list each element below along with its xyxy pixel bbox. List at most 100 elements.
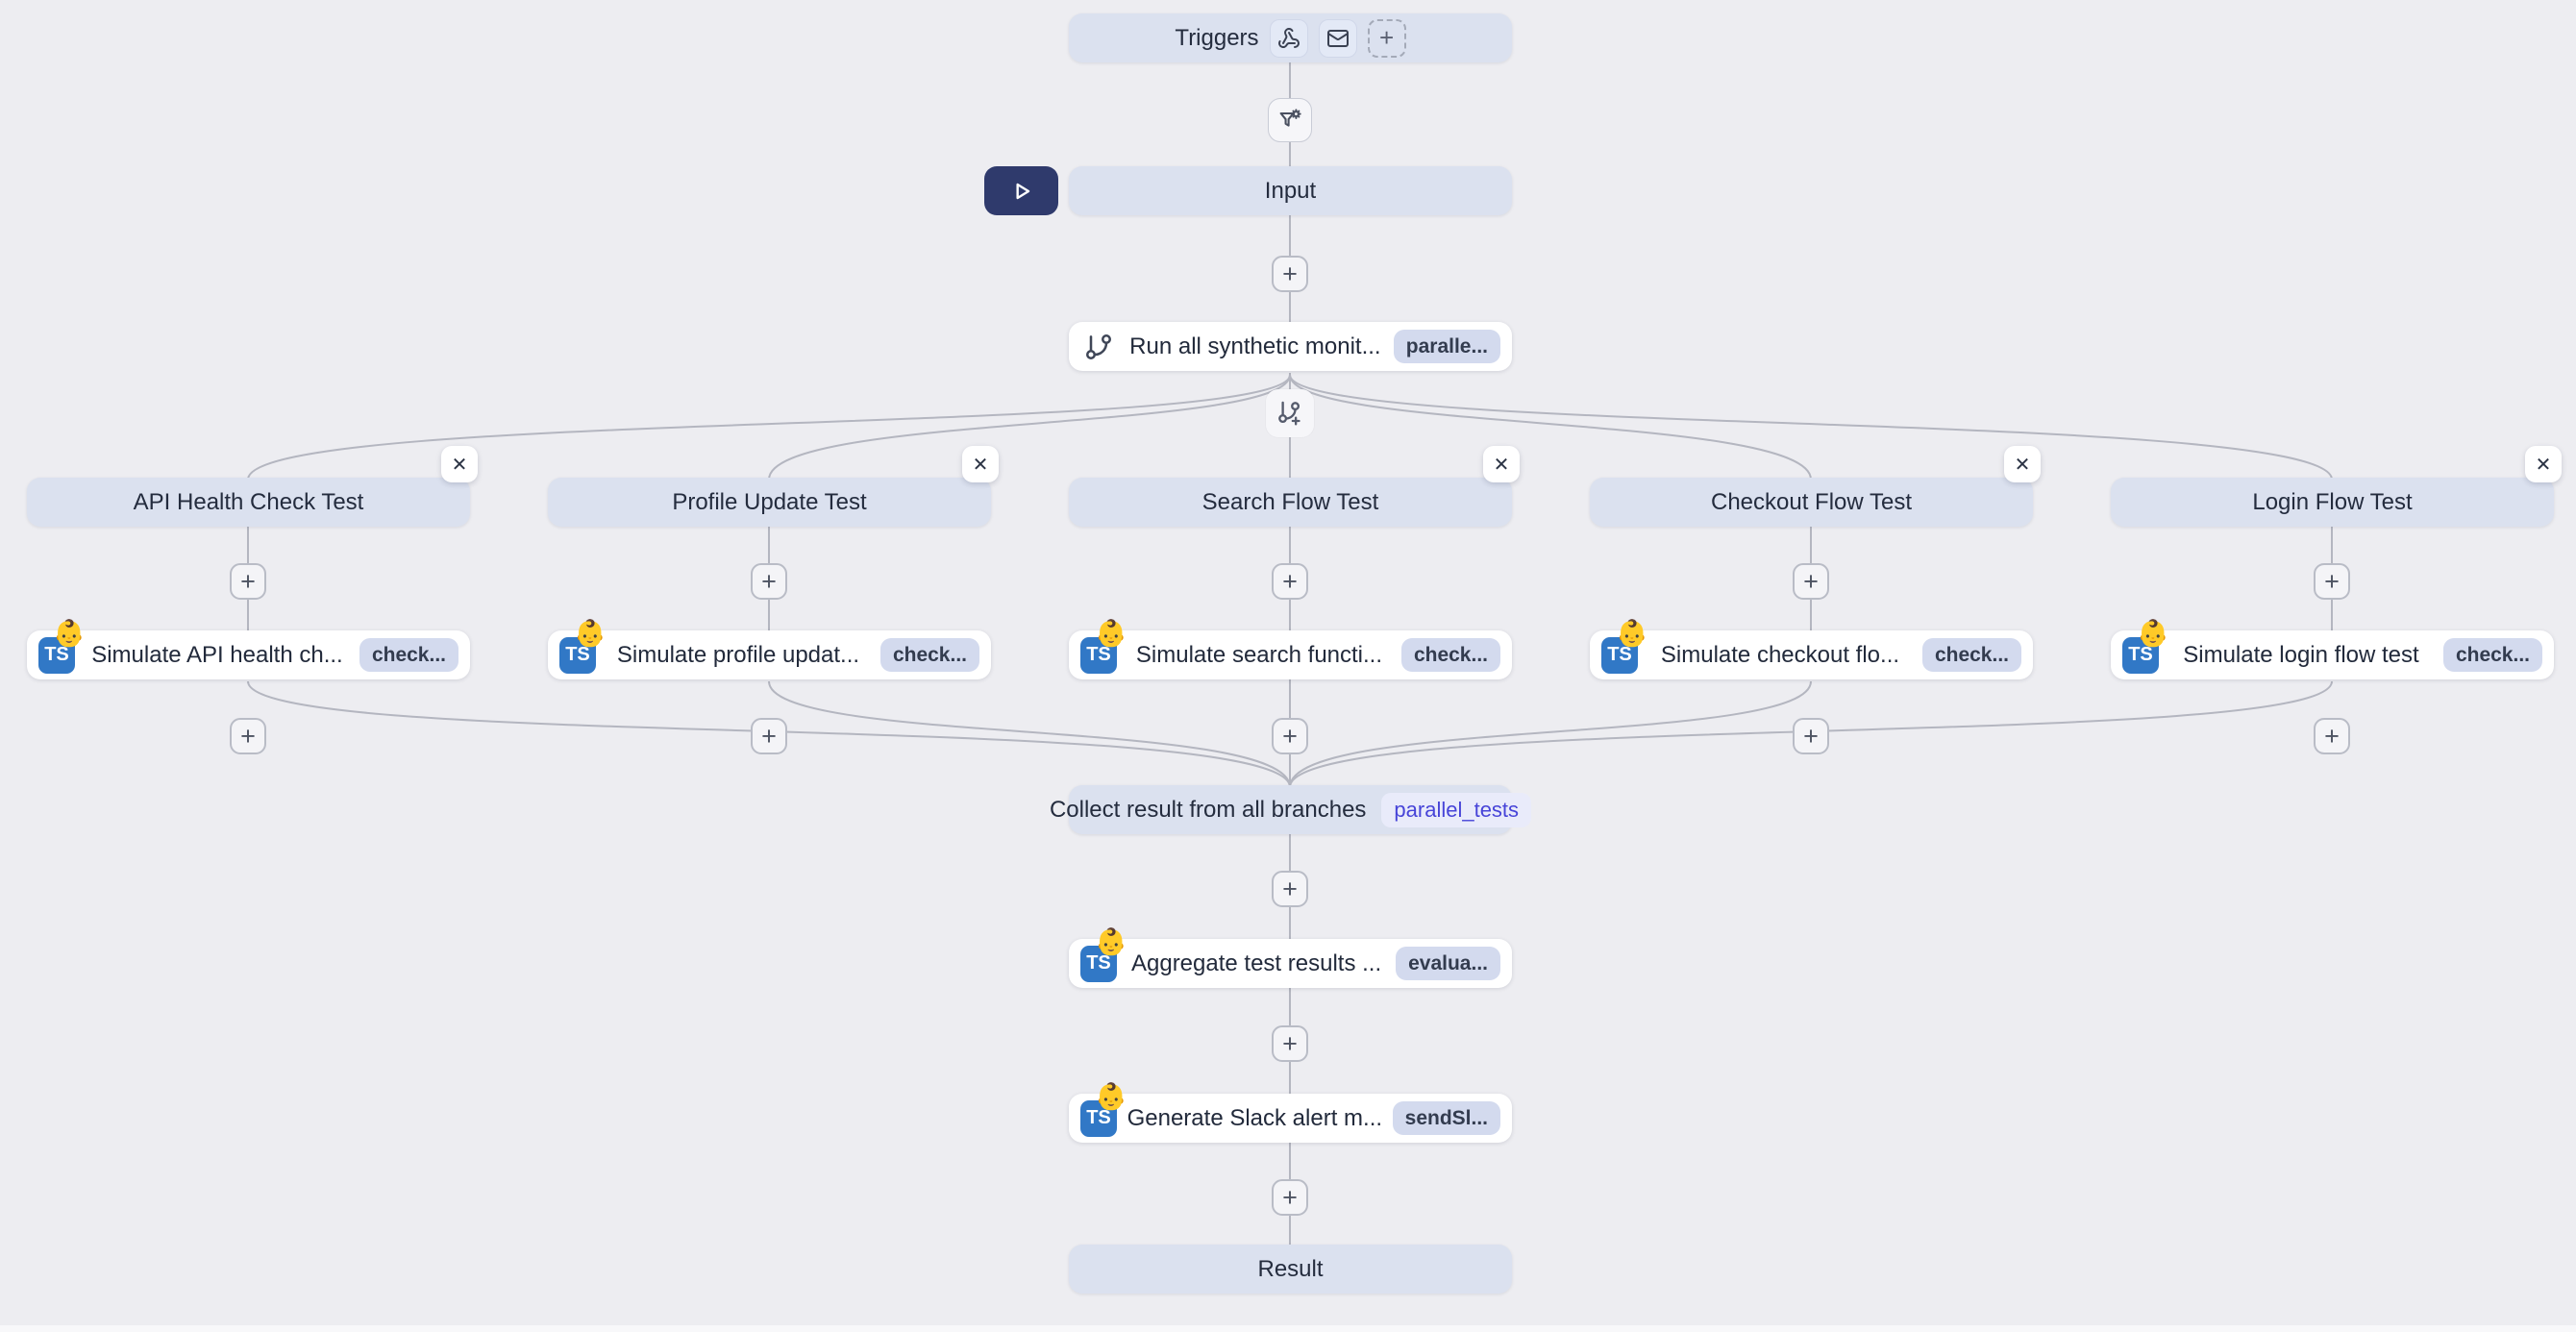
add-trigger-icon: + <box>1378 23 1395 52</box>
branch-header-checkout-flow[interactable]: Checkout Flow Test <box>1590 478 2033 527</box>
slack-alert-step-node[interactable]: TS 👶 Generate Slack alert m... sendSl... <box>1069 1083 1512 1143</box>
typescript-logo: TS <box>1080 636 1117 674</box>
task-slug-badge: check... <box>2442 638 2542 672</box>
typescript-logo: TS <box>559 636 596 674</box>
mail-icon <box>1326 27 1350 50</box>
typescript-logo: TS <box>1080 945 1117 982</box>
plus-icon: + <box>1282 1182 1298 1212</box>
plus-icon: + <box>1282 1028 1298 1058</box>
canvas-bottom-edge <box>0 1325 2576 1332</box>
edge-branch-out <box>247 374 1291 481</box>
play-icon <box>1009 179 1034 204</box>
baby-emoji-icon: 👶 <box>2137 618 2169 648</box>
triggers-node[interactable]: Triggers + <box>1069 13 1512 62</box>
branch-title: Login Flow Test <box>2252 488 2413 515</box>
collect-title: Collect result from all branches <box>1049 796 1367 823</box>
add-step-button[interactable]: + <box>1272 256 1308 292</box>
email-trigger-button[interactable] <box>1318 18 1357 58</box>
baby-emoji-icon: 👶 <box>1095 926 1127 956</box>
add-step-button[interactable]: + <box>1793 563 1829 600</box>
task-slug-badge: check... <box>1400 638 1500 672</box>
close-icon: ✕ <box>2014 454 2031 476</box>
branch-ref-badge: parallel_tests <box>1381 792 1532 827</box>
edge-branch-out <box>1289 374 2333 481</box>
branch-split-button[interactable] <box>1266 389 1314 437</box>
add-trigger-button[interactable]: + <box>1367 18 1406 58</box>
typescript-task-icon: TS 👶 <box>559 620 607 674</box>
close-icon: ✕ <box>2535 454 2552 476</box>
branch-title: Checkout Flow Test <box>1711 488 1912 515</box>
input-label: Input <box>1264 177 1317 204</box>
step-slug-badge: sendSl... <box>1392 1101 1500 1135</box>
collect-results-node[interactable]: Collect result from all branches paralle… <box>1050 785 1532 834</box>
edge-branch-out <box>1289 374 1812 481</box>
plus-icon: + <box>2324 566 2340 596</box>
baby-emoji-icon: 👶 <box>1095 618 1127 648</box>
task-slug-badge: check... <box>1921 638 2021 672</box>
task-node-login-flow[interactable]: TS 👶 Simulate login flow test check... <box>2111 620 2554 679</box>
remove-branch-button[interactable]: ✕ <box>1483 446 1520 482</box>
step-title: Aggregate test results ... <box>1130 950 1382 976</box>
remove-branch-button[interactable]: ✕ <box>441 446 478 482</box>
branch-header-api-health[interactable]: API Health Check Test <box>27 478 470 527</box>
typescript-task-icon: TS 👶 <box>38 620 86 674</box>
typescript-logo: TS <box>2122 636 2159 674</box>
task-node-api-health[interactable]: TS 👶 Simulate API health ch... check... <box>27 620 470 679</box>
typescript-task-icon: TS 👶 <box>1080 620 1127 674</box>
add-step-button[interactable]: + <box>1272 871 1308 907</box>
add-step-button[interactable]: + <box>1272 1025 1308 1062</box>
aggregate-step-node[interactable]: TS 👶 Aggregate test results ... evalua..… <box>1069 928 1512 988</box>
typescript-task-icon: TS 👶 <box>2122 620 2169 674</box>
remove-branch-button[interactable]: ✕ <box>962 446 999 482</box>
add-step-button[interactable]: + <box>1793 718 1829 754</box>
add-step-button[interactable]: + <box>751 718 787 754</box>
branch-header-profile-update[interactable]: Profile Update Test <box>548 478 991 527</box>
plus-icon: + <box>1282 566 1298 596</box>
result-label: Result <box>1257 1255 1324 1282</box>
result-node[interactable]: Result <box>1069 1245 1512 1294</box>
add-step-button[interactable]: + <box>1272 718 1308 754</box>
task-node-checkout-flow[interactable]: TS 👶 Simulate checkout flo... check... <box>1590 620 2033 679</box>
edge-branch-in <box>768 680 1291 788</box>
task-node-search-flow[interactable]: TS 👶 Simulate search functi... check... <box>1069 620 1512 679</box>
branch-header-search-flow[interactable]: Search Flow Test <box>1069 478 1512 527</box>
typescript-task-icon: TS 👶 <box>1080 928 1127 982</box>
funnel-settings-icon <box>1276 107 1303 134</box>
typescript-logo: TS <box>1080 1099 1117 1137</box>
input-node[interactable]: Input <box>1069 166 1512 215</box>
branch-header-login-flow[interactable]: Login Flow Test <box>2111 478 2554 527</box>
run-workflow-button[interactable] <box>984 166 1058 215</box>
remove-branch-button[interactable]: ✕ <box>2004 446 2041 482</box>
add-step-button[interactable]: + <box>1272 563 1308 600</box>
task-title: Simulate checkout flo... <box>1660 641 1900 668</box>
task-node-profile-update[interactable]: TS 👶 Simulate profile updat... check... <box>548 620 991 679</box>
step-title: Run all synthetic monit... <box>1129 333 1381 359</box>
typescript-logo: TS <box>1601 636 1638 674</box>
task-title: Simulate API health ch... <box>91 641 343 668</box>
add-step-button[interactable]: + <box>1272 1179 1308 1216</box>
typescript-task-icon: TS 👶 <box>1601 620 1648 674</box>
plus-icon: + <box>1803 566 1819 596</box>
remove-branch-button[interactable]: ✕ <box>2525 446 2562 482</box>
git-branch-plus-icon <box>1275 398 1305 429</box>
run-step-node[interactable]: Run all synthetic monit... paralle... <box>1069 322 1512 371</box>
filter-settings-button[interactable] <box>1268 98 1312 142</box>
add-step-button[interactable]: + <box>2314 718 2350 754</box>
add-step-button[interactable]: + <box>230 563 266 600</box>
close-icon: ✕ <box>972 454 989 476</box>
plus-icon: + <box>761 721 777 751</box>
webhook-trigger-button[interactable] <box>1269 18 1308 58</box>
baby-emoji-icon: 👶 <box>53 618 86 648</box>
plus-icon: + <box>240 566 256 596</box>
step-title: Generate Slack alert m... <box>1127 1104 1383 1131</box>
add-step-button[interactable]: + <box>230 718 266 754</box>
close-icon: ✕ <box>451 454 468 476</box>
baby-emoji-icon: 👶 <box>1616 618 1648 648</box>
task-slug-badge: check... <box>359 638 458 672</box>
add-step-button[interactable]: + <box>751 563 787 600</box>
task-title: Simulate profile updat... <box>616 641 860 668</box>
typescript-task-icon: TS 👶 <box>1080 1083 1127 1137</box>
add-step-button[interactable]: + <box>2314 563 2350 600</box>
baby-emoji-icon: 👶 <box>1095 1081 1127 1111</box>
